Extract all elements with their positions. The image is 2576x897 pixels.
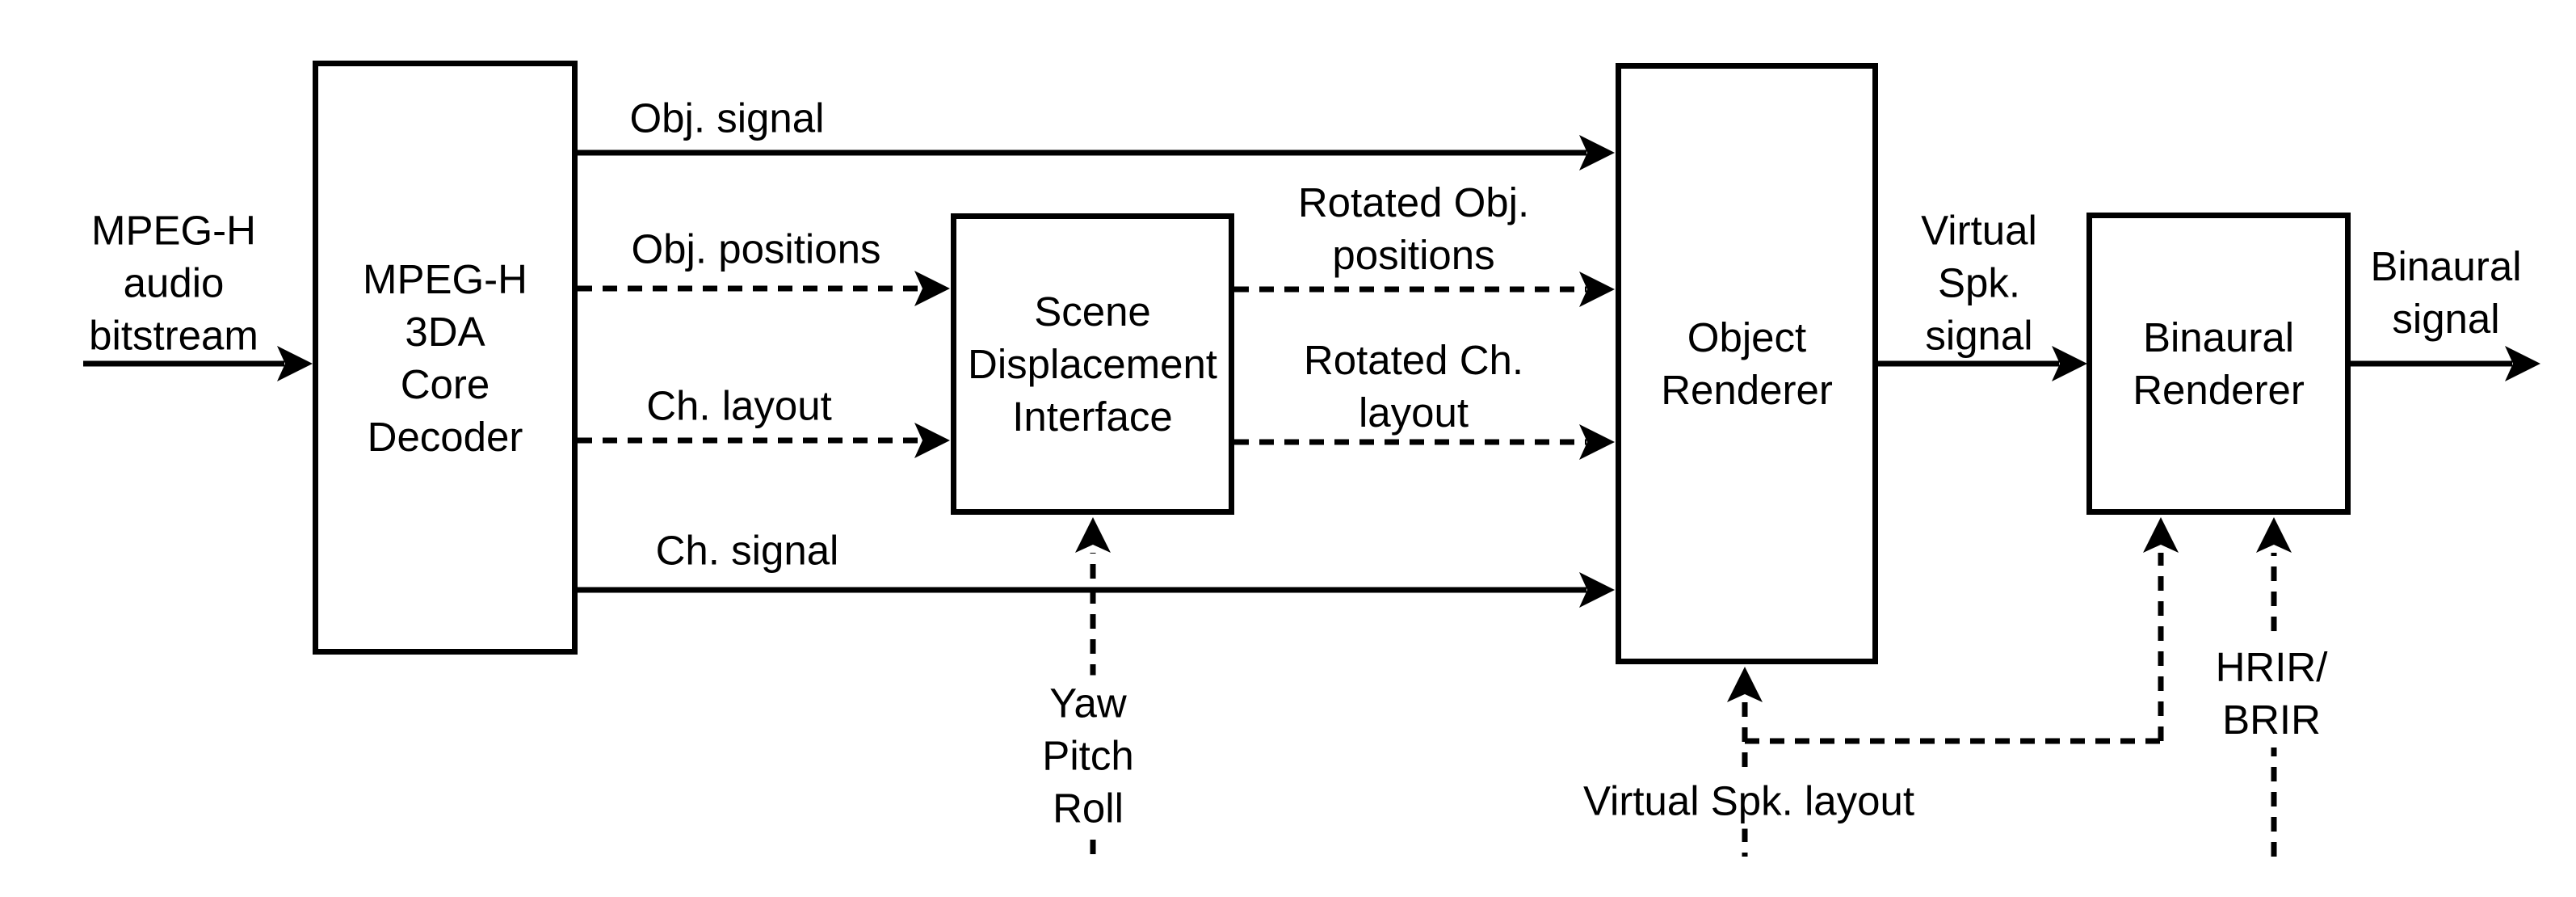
object-renderer-box: Object Renderer bbox=[1616, 63, 1878, 664]
yaw-pitch-roll-arrowhead bbox=[1075, 517, 1111, 553]
obj-signal-label: Obj. signal bbox=[629, 95, 825, 141]
object-renderer-label: Object Renderer bbox=[1661, 314, 1833, 413]
rotated-ch-layout-arrowhead bbox=[1579, 424, 1615, 460]
virtual-spk-layout-arrowhead bbox=[1727, 667, 1763, 702]
binaural-renderer-box: Binaural Renderer bbox=[2086, 213, 2351, 515]
rotated-obj-positions-label: Rotated Obj. positions bbox=[1297, 179, 1530, 278]
ch-layout-arrowhead bbox=[914, 423, 950, 458]
input-bitstream-label: MPEG-H audio bitstream bbox=[89, 207, 258, 359]
ch-layout-label: Ch. layout bbox=[646, 382, 832, 429]
obj-positions-arrowhead bbox=[914, 271, 950, 306]
hrir-brir-arrowhead bbox=[2256, 517, 2292, 553]
rotated-obj-positions-arrowhead bbox=[1579, 272, 1615, 307]
obj-signal-arrowhead bbox=[1579, 135, 1615, 171]
yaw-pitch-roll-label: Yaw Pitch Roll bbox=[1034, 675, 1142, 836]
virtual-spk-layout-label: Virtual Spk. layout bbox=[1574, 773, 1923, 829]
input-bitstream-arrowhead bbox=[277, 346, 313, 381]
core-decoder-label: MPEG-H 3DA Core Decoder bbox=[363, 255, 527, 460]
binaural-renderer-label: Binaural Renderer bbox=[2133, 314, 2305, 413]
binaural-signal-label: Binaural signal bbox=[2370, 243, 2522, 342]
scene-displacement-box: Scene Displacement Interface bbox=[951, 213, 1234, 515]
rotated-ch-layout-label: Rotated Ch. layout bbox=[1303, 337, 1524, 436]
virtual-spk-signal-label: Virtual Spk. signal bbox=[1921, 207, 2037, 359]
ch-signal-label: Ch. signal bbox=[655, 527, 839, 574]
obj-positions-label: Obj. positions bbox=[631, 225, 881, 272]
virtual-spk-layout-riser-arrowhead bbox=[2143, 517, 2179, 553]
virtual-spk-signal-arrowhead bbox=[2052, 346, 2087, 381]
hrir-brir-label: HRIR/ BRIR bbox=[2207, 639, 2336, 748]
scene-displacement-label: Scene Displacement Interface bbox=[968, 288, 1217, 440]
ch-signal-arrowhead bbox=[1579, 572, 1615, 608]
binaural-signal-arrowhead bbox=[2505, 346, 2540, 381]
core-decoder-box: MPEG-H 3DA Core Decoder bbox=[313, 61, 578, 655]
